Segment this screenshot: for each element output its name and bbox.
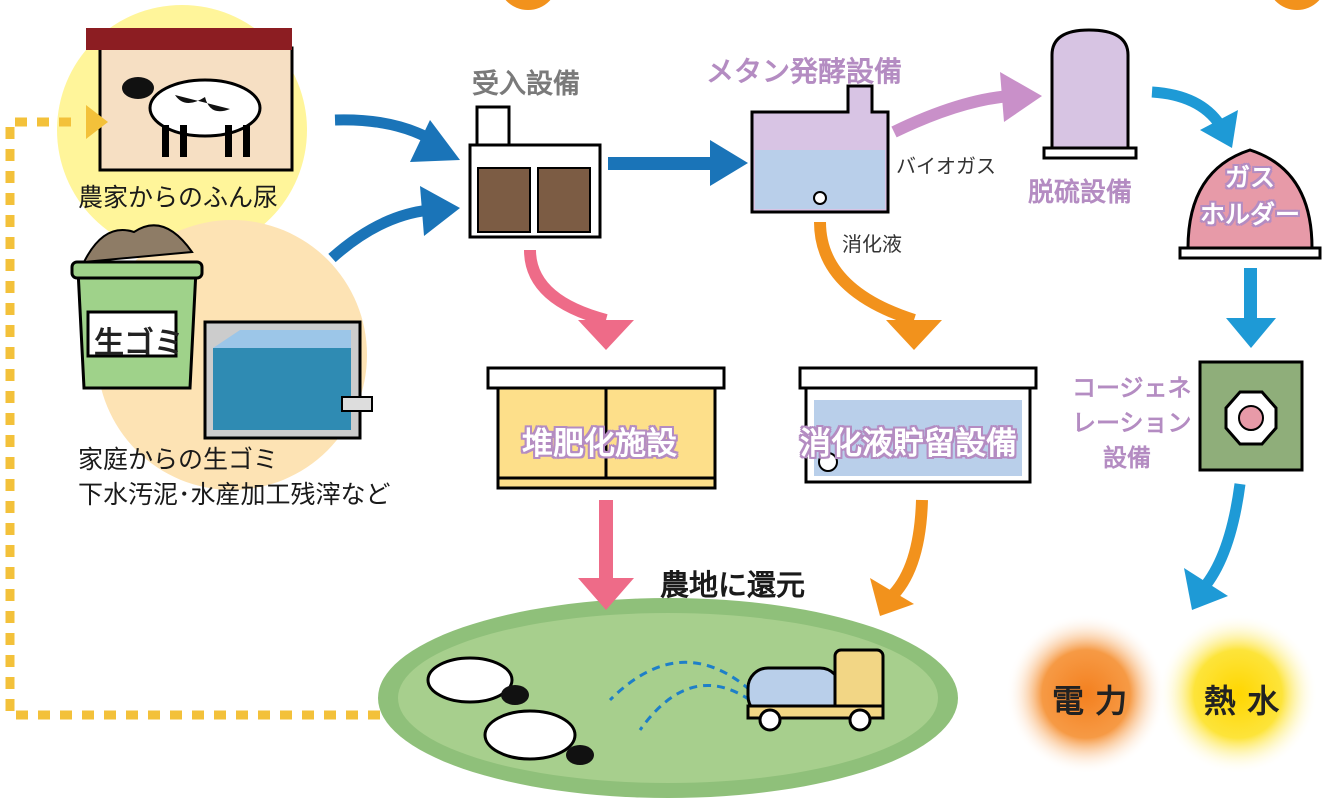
receiving-label: 受入設備 — [472, 69, 580, 100]
cogeneration-icon — [1198, 360, 1304, 472]
cogeneration-label-3: 設備 — [1103, 444, 1151, 472]
hot-water-circle — [1158, 614, 1318, 774]
arrow-digester-to-storage — [814, 221, 942, 350]
desulfurization-label: 脱硫設備 — [1028, 178, 1133, 208]
gas-holder-label-2: ホルダー — [1199, 200, 1300, 229]
arrow-digester-to-desulfurizer — [891, 72, 1042, 138]
cogeneration-label-1: コージェネ — [1072, 374, 1192, 402]
top-orange-marker-left — [505, 0, 551, 10]
electricity-label: 電 力 — [1052, 682, 1128, 720]
storage-tank-icon — [798, 366, 1038, 484]
arrow-storage-to-farmland — [870, 499, 928, 616]
arrow-desulfurizer-to-gasholder — [1151, 86, 1238, 148]
digestate-label: 消化液 — [842, 232, 902, 256]
arrow-receiving-to-compost — [524, 249, 634, 350]
gas-holder-icon — [1178, 148, 1322, 260]
top-orange-marker-right — [1274, 0, 1320, 10]
household-waste-label-2: 下水汚泥･水産加工残滓など — [78, 480, 391, 509]
arrow-compost-to-farmland — [578, 500, 634, 610]
compost-facility-icon — [486, 366, 726, 490]
gas-holder-label-1: ガス — [1224, 163, 1275, 192]
field-cow-icon-2 — [483, 709, 594, 765]
household-waste-label-1: 家庭からの生ゴミ — [78, 445, 279, 474]
waste-tank-icon — [203, 320, 373, 440]
dotted-return-loop — [5, 117, 380, 720]
garbage-bucket-icon — [70, 224, 204, 390]
arrow-household-to-receiving — [328, 186, 460, 263]
compost-label: 堆肥化施設 — [522, 426, 677, 462]
receiving-tank-icon — [468, 105, 602, 239]
spray-line-2 — [638, 684, 751, 731]
desulfurizer-icon — [1042, 28, 1138, 160]
spray-line-1 — [608, 660, 751, 702]
cogeneration-label-2: レーション — [1072, 409, 1192, 437]
electricity-circle — [1006, 614, 1166, 774]
arrow-farm-to-receiving — [334, 114, 460, 162]
cow-icon — [122, 77, 262, 157]
arrow-receiving-to-digester — [608, 140, 748, 186]
arrow-cogeneration-to-energy — [1184, 483, 1246, 610]
return-to-farmland-label: 農地に還元 — [660, 568, 806, 602]
farm-manure-label: 農家からのふん尿 — [78, 183, 279, 212]
bucket-label: 生ゴミ — [94, 326, 184, 361]
digester-tank-icon — [750, 84, 890, 214]
arrow-gasholder-to-cogeneration — [1226, 268, 1276, 348]
truck-icon — [746, 648, 885, 732]
digestate-storage-label: 消化液貯留設備 — [800, 426, 1017, 462]
methane-label: メタン発酵設備 — [706, 55, 903, 88]
hot-water-label: 熱 水 — [1204, 682, 1280, 720]
field-cow-icon-1 — [426, 656, 529, 705]
biogas-label: バイオガス — [896, 154, 996, 178]
dotted-arrowhead — [86, 105, 108, 139]
